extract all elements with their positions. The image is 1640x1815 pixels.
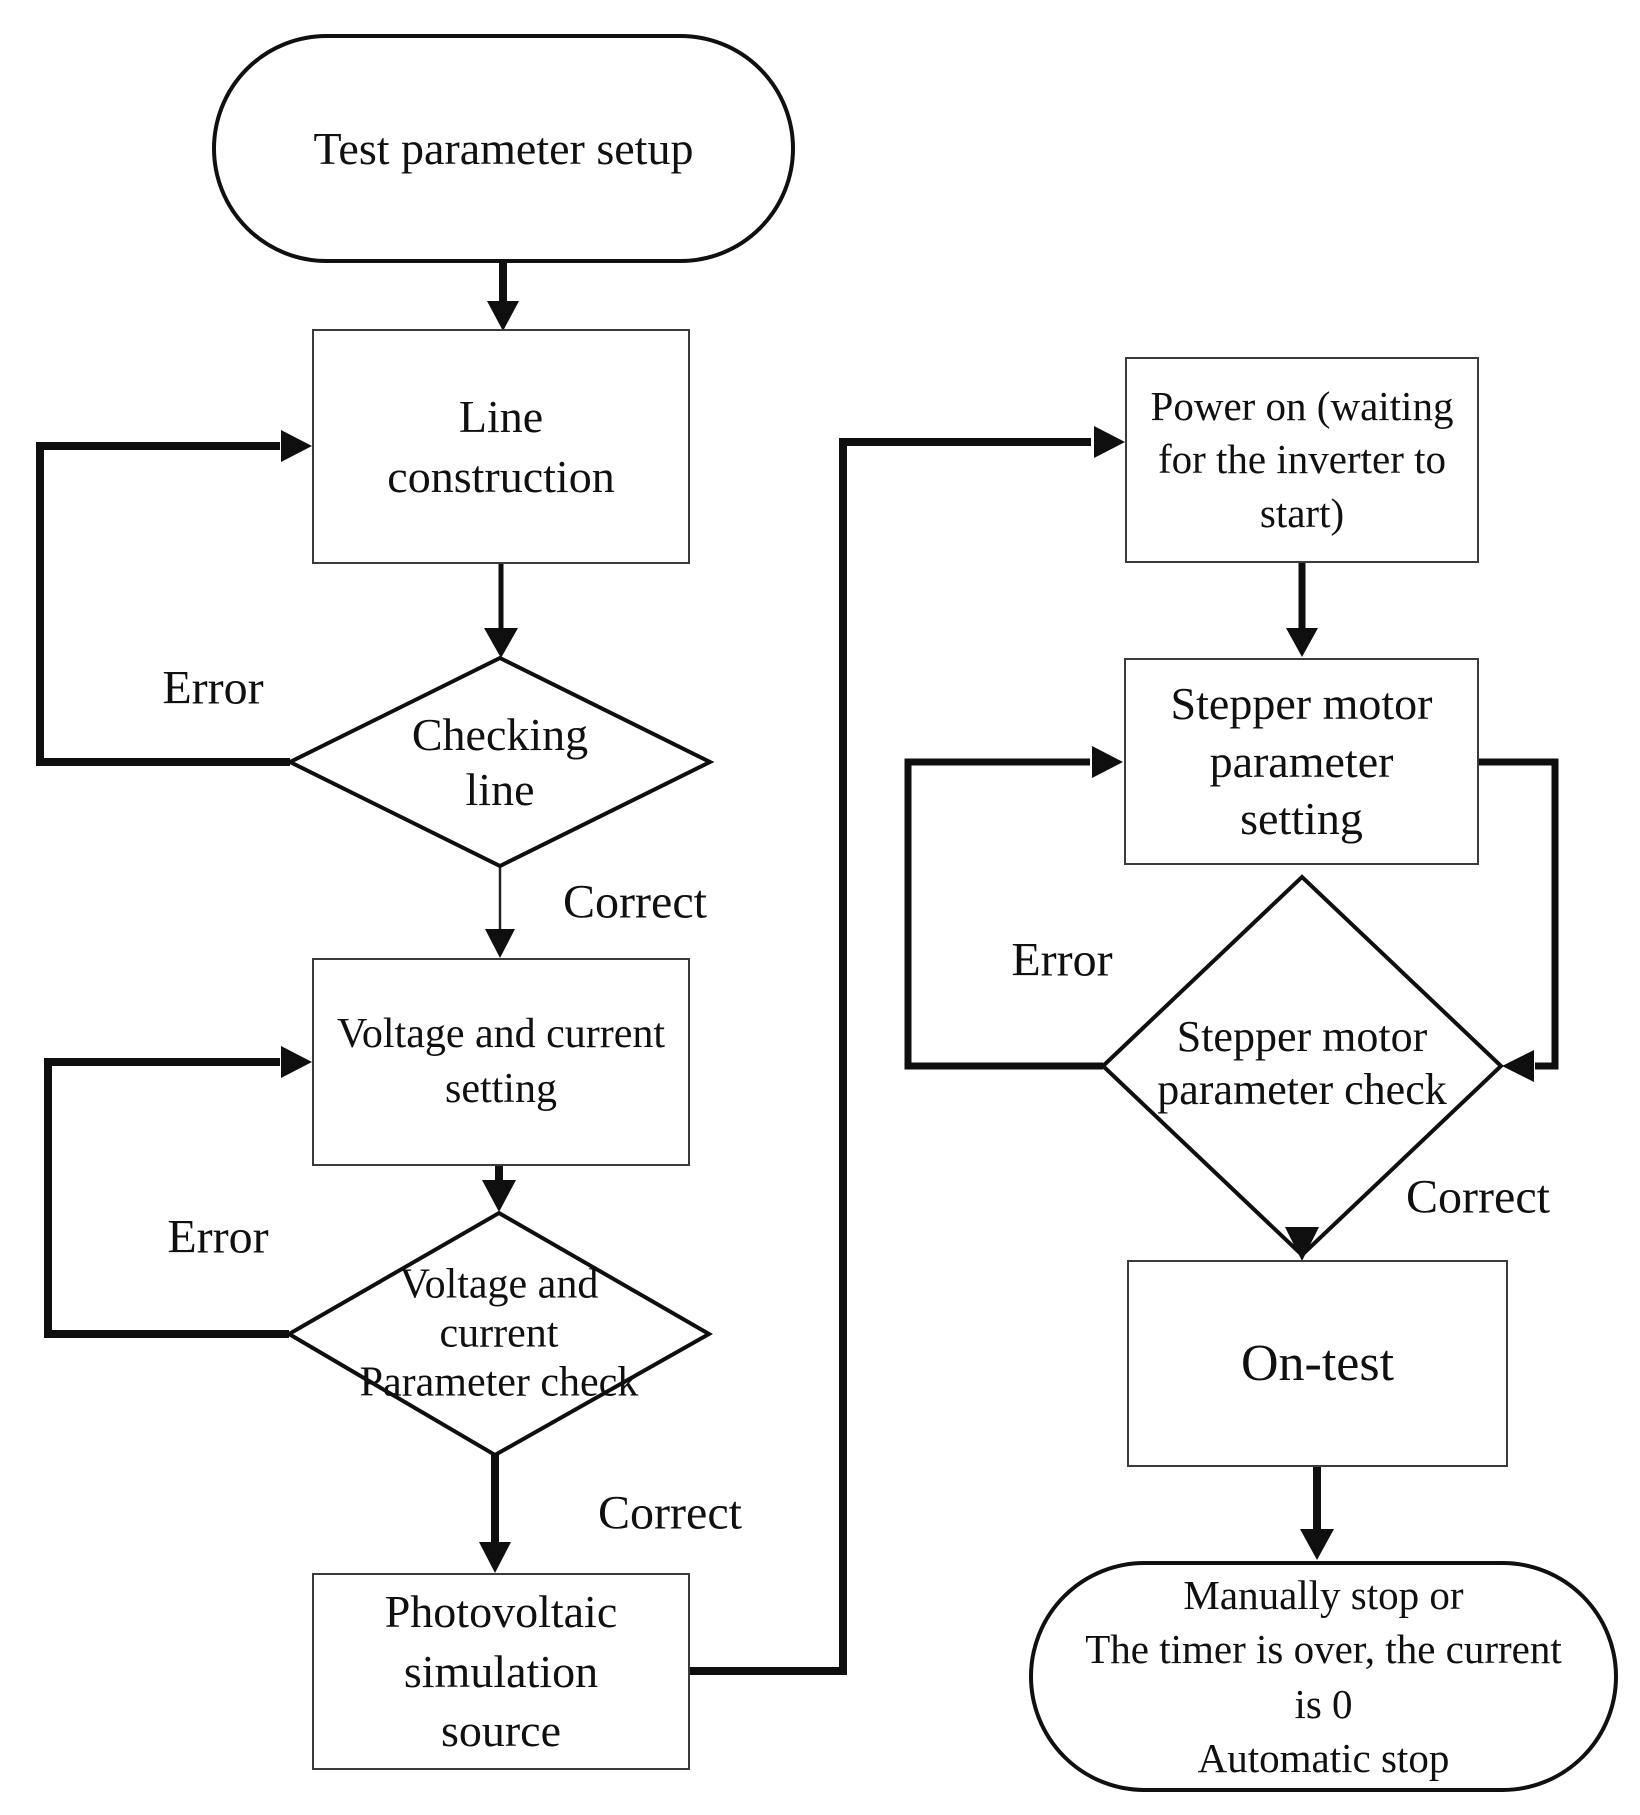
edge-photovoltaic-to-power-on: [690, 438, 1091, 1675]
arrowhead-into-power-on: [1094, 426, 1125, 458]
node-stop: Manually stop or The timer is over, the …: [1029, 1561, 1618, 1792]
arrowhead-into-stop: [1300, 1529, 1334, 1560]
arrowhead-into-stepper-check-right: [1502, 1050, 1534, 1082]
node-stepper-parameter-setting: Stepper motor parameter setting: [1124, 658, 1479, 865]
arrowhead-into-on-test: [1285, 1227, 1319, 1261]
checking-line-diamond-outline: [285, 655, 715, 869]
arrowhead-error-into-line-construction: [281, 430, 312, 462]
arrowhead-error-into-voltage-setting: [281, 1046, 312, 1078]
node-photovoltaic-source: Photovoltaic simulation source: [312, 1573, 690, 1770]
arrowhead-into-voltage-setting-top: [485, 929, 515, 958]
arrowhead-into-voltage-check: [482, 1180, 516, 1212]
node-line-construction: Line construction: [312, 329, 690, 564]
node-test-parameter-setup: Test parameter setup: [212, 34, 795, 263]
arrowhead-into-stepper-setting-top: [1286, 628, 1318, 657]
edge-label-checking-line-correct: Correct: [563, 875, 707, 929]
voltage-check-diamond-outline: [285, 1210, 714, 1458]
edge-stepper-check-error-loop: [904, 758, 1103, 1070]
arrowhead-into-line-construction-top: [487, 301, 519, 331]
edge-checking-line-error-loop: [36, 442, 290, 766]
edge-label-checking-line-error: Error: [162, 661, 264, 715]
node-stepper-check-label: Stepper motor parameter check: [1157, 1012, 1447, 1114]
edge-label-voltage-check-error: Error: [167, 1210, 269, 1264]
node-power-on: Power on (waiting for the inverter to st…: [1125, 357, 1479, 563]
node-checking-line-label: Checking line: [411, 708, 589, 815]
edge-label-voltage-check-correct: Correct: [598, 1486, 742, 1540]
arrowhead-into-checking-line: [484, 628, 518, 658]
edge-voltage-check-error-loop: [44, 1058, 289, 1338]
node-on-test: On-test: [1127, 1260, 1508, 1467]
node-voltage-current-check-label: Voltage and current Parameter check: [359, 1261, 639, 1406]
arrowhead-error-into-stepper-setting: [1092, 746, 1123, 778]
node-voltage-current-setting: Voltage and current setting: [312, 958, 690, 1166]
edge-stepper-setting-to-stepper-check: [1479, 758, 1559, 1070]
edge-label-stepper-check-error: Error: [1011, 933, 1113, 987]
edge-label-stepper-check-correct: Correct: [1406, 1170, 1550, 1224]
arrowhead-into-photovoltaic: [479, 1542, 511, 1573]
